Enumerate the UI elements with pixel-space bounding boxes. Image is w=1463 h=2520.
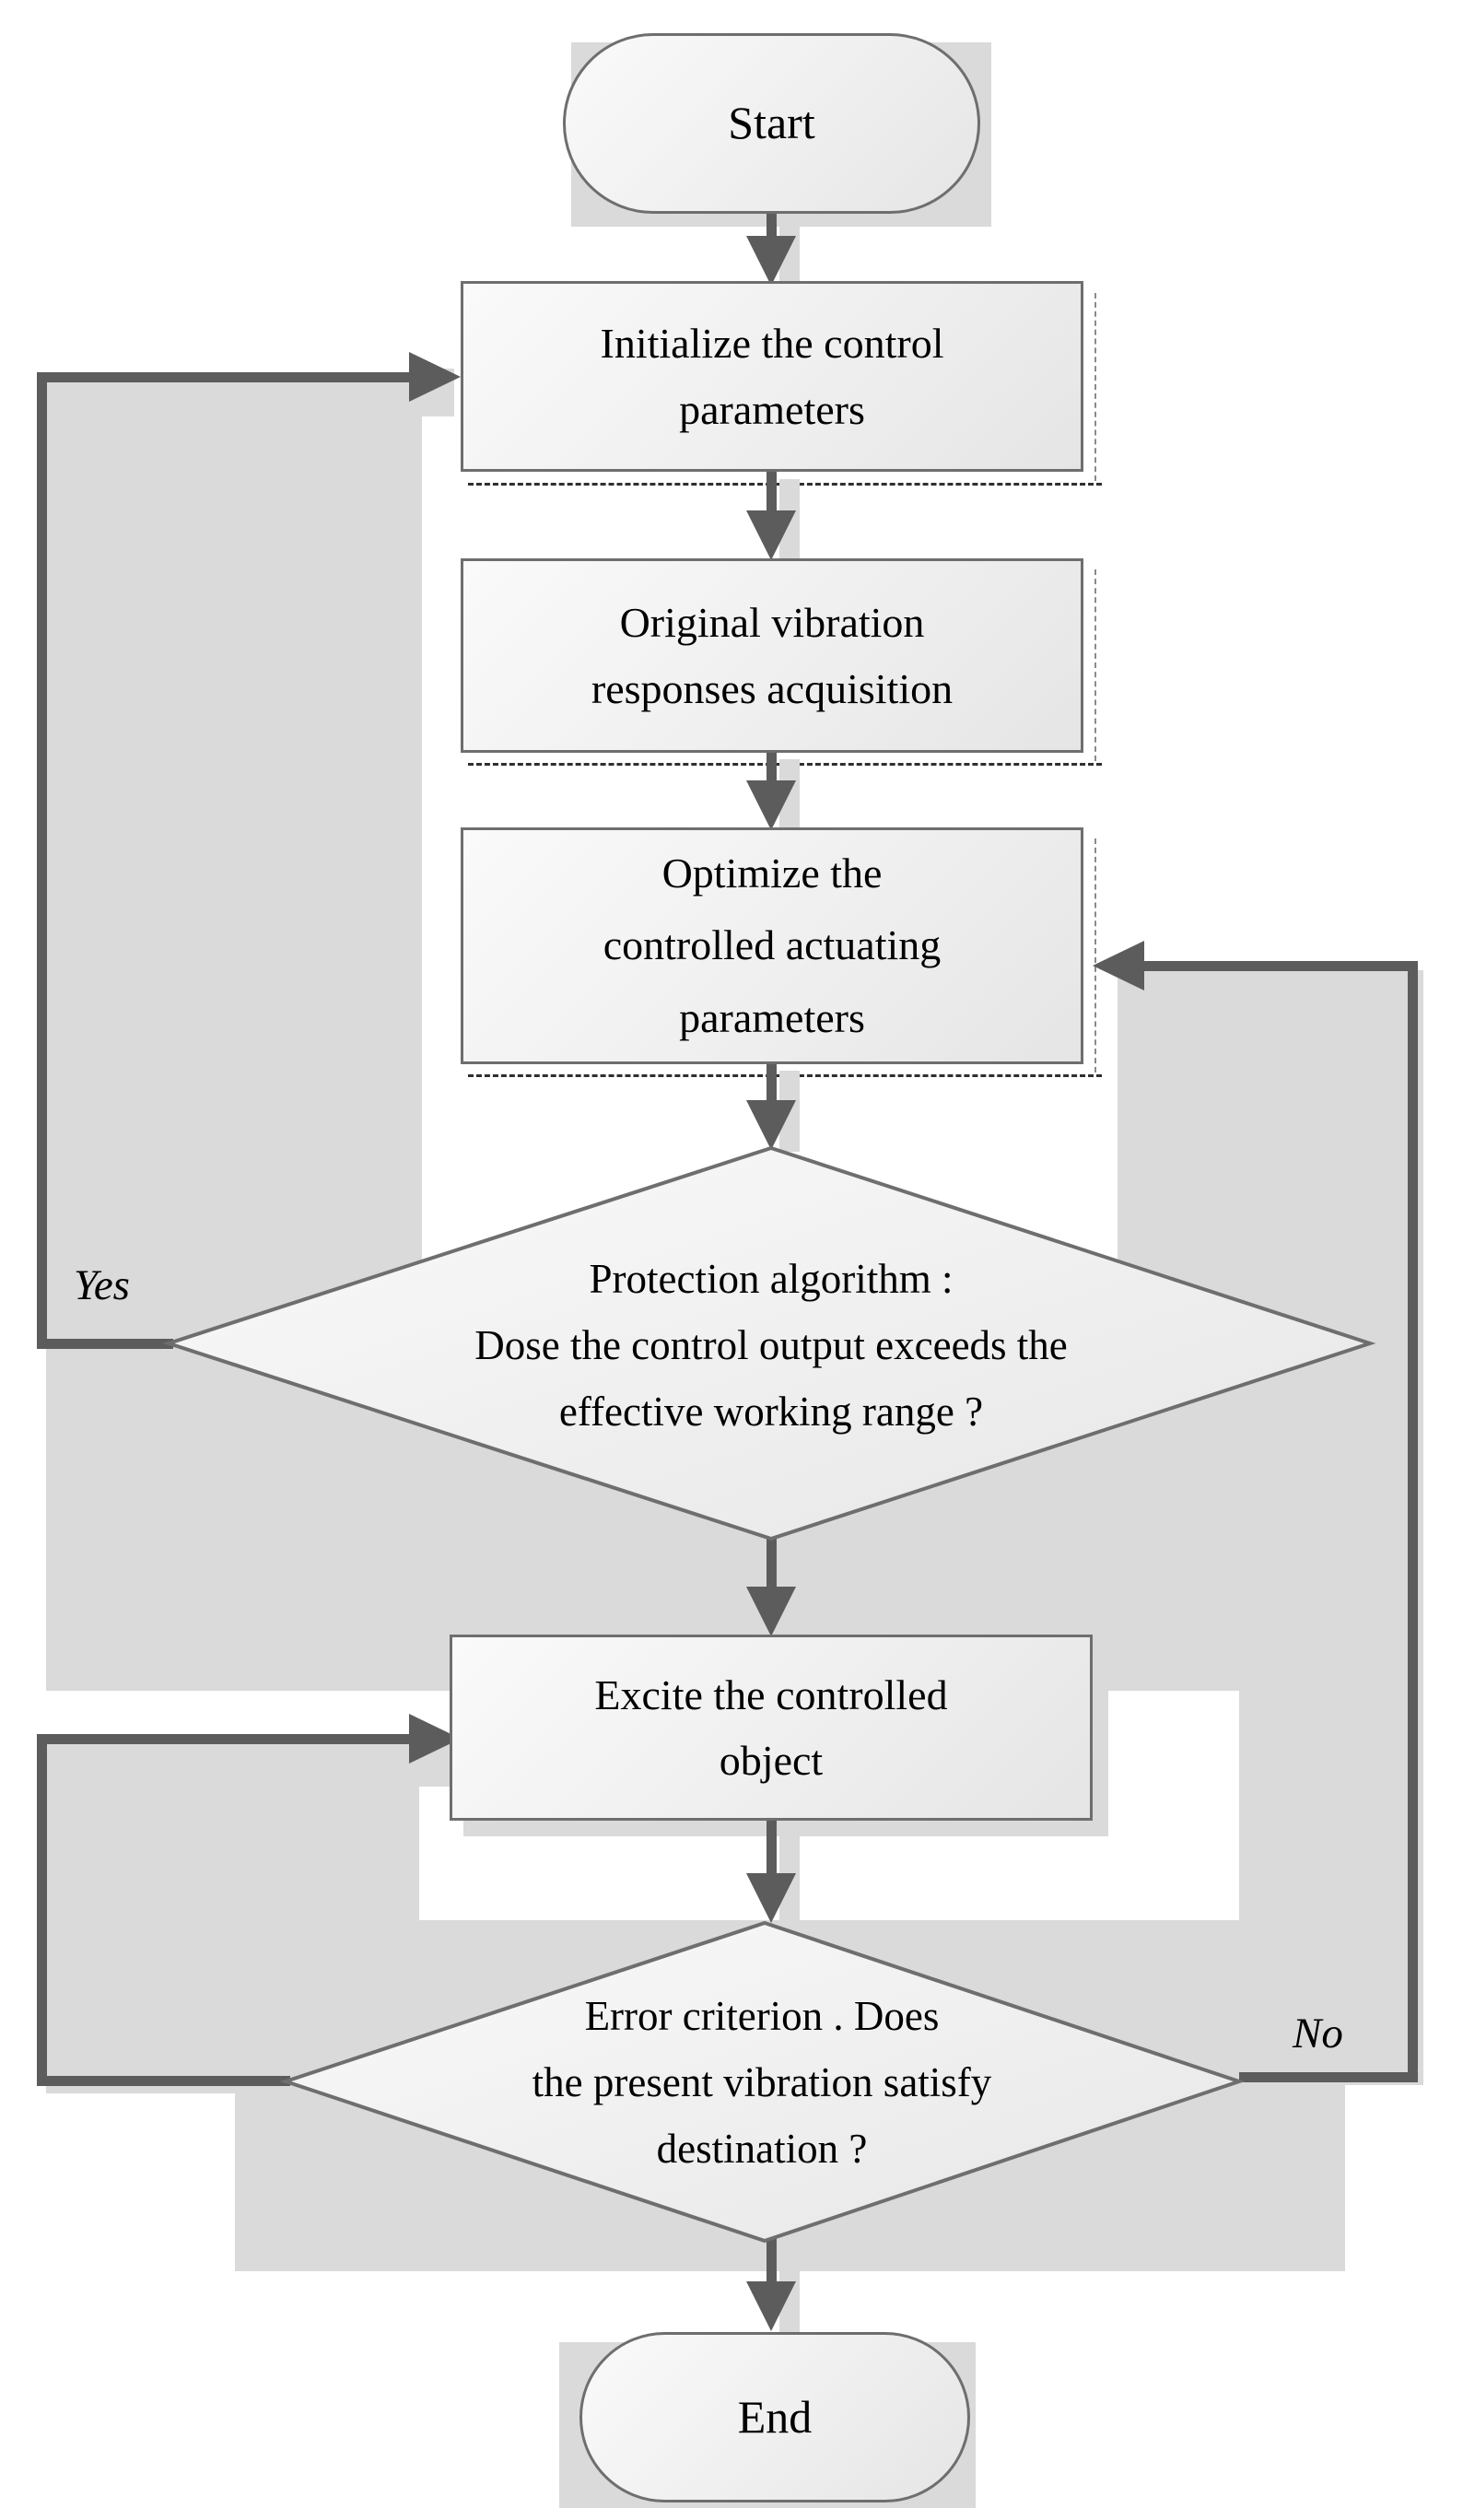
yes-branch-label: Yes [74, 1261, 130, 1309]
decision-error-shape [279, 1920, 1246, 2244]
yes-loop-line-vertical [37, 372, 47, 1349]
initialize-dash-shadow-v [1094, 293, 1096, 481]
yes-loop-arrowhead [409, 352, 461, 402]
no-loop-line-bottom [1239, 2072, 1418, 2082]
decision-protection-label: Protection algorithm : Dose the control … [474, 1256, 1068, 1435]
no-branch-label: No [1293, 2010, 1343, 2057]
end-label: End [737, 2390, 813, 2443]
decision-error-label: Error criterion . Does the present vibra… [532, 1993, 992, 2172]
flow-line [767, 212, 777, 241]
start-node: Start [563, 33, 980, 214]
excite-loop-line-vertical [37, 1734, 47, 2086]
no-loop-shadow-top [1118, 970, 1423, 1283]
flow-line [767, 1537, 777, 1590]
flow-arrowhead [746, 1100, 796, 1150]
yes-loop-line-bottom [37, 1339, 173, 1349]
start-label: Start [728, 97, 815, 149]
flow-arrowhead [746, 236, 796, 286]
no-loop-line-vertical [1408, 961, 1418, 2080]
flow-line [767, 2239, 777, 2285]
no-loop-line-top [1142, 961, 1418, 971]
excite-loop-line-bottom [37, 2076, 290, 2086]
flow-line [767, 470, 777, 514]
decision1-shadow-left [157, 1147, 422, 1285]
flow-arrowhead [746, 1587, 796, 1636]
process-acquire-label: Original vibration responses acquisition [591, 599, 954, 712]
process-excite: Excite the controlled object [450, 1635, 1093, 1821]
flow-arrowhead [746, 510, 796, 560]
decision-protection-shape [162, 1145, 1376, 1541]
process-initialize: Initialize the control parameters [461, 281, 1083, 472]
process-initialize-label: Initialize the control parameters [600, 320, 944, 433]
flow-arrowhead [746, 780, 796, 830]
end-node: End [579, 2332, 970, 2502]
process-optimize-label: Optimize the controlled actuating parame… [603, 850, 942, 1041]
flow-arrowhead [746, 1873, 796, 1923]
flow-line [767, 751, 777, 784]
process-acquire: Original vibration responses acquisition [461, 558, 1083, 753]
flow-arrowhead [746, 2281, 796, 2331]
acquire-dash-shadow-v [1094, 569, 1096, 761]
yes-loop-line-top [37, 372, 411, 382]
process-excite-label: Excite the controlled object [594, 1670, 948, 1784]
no-loop-arrowhead [1093, 941, 1144, 990]
flow-line [767, 1062, 777, 1104]
process-optimize: Optimize the controlled actuating parame… [461, 827, 1083, 1064]
excite-loop-line-top [37, 1734, 411, 1744]
flow-line [767, 1818, 777, 1877]
